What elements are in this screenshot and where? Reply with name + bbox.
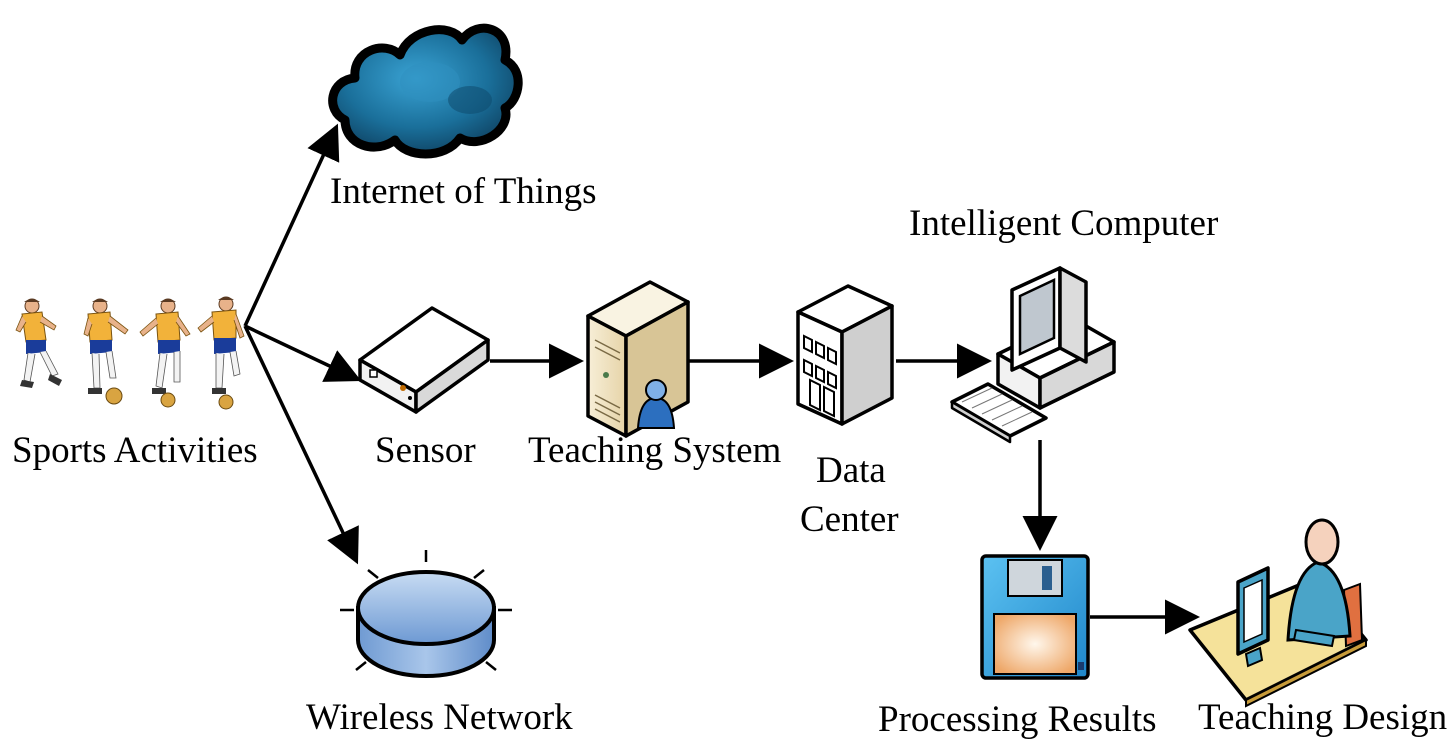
label-intelligent-computer: Intelligent Computer (909, 203, 1218, 244)
label-data-center-line1: Data (816, 450, 886, 491)
label-teaching-system: Teaching System (528, 430, 781, 471)
edge-sports-to-sensor (244, 324, 362, 382)
edge-sports-to-iot (243, 123, 340, 327)
sensor-box-icon (358, 306, 490, 414)
floppy-disk-icon (980, 554, 1090, 680)
label-processing-results: Processing Results (878, 699, 1157, 740)
desktop-computer-icon (950, 266, 1116, 444)
user-at-workstation-icon (1188, 518, 1368, 708)
label-teaching-design: Teaching Design (1198, 697, 1447, 738)
label-internet-of-things: Internet of Things (330, 171, 596, 212)
edge-sports-to-wireless (243, 325, 359, 565)
cloud-icon (328, 23, 523, 159)
label-data-center-line2: Center (800, 499, 899, 540)
building-icon (796, 284, 894, 426)
label-sensor: Sensor (375, 430, 476, 471)
soccer-players-icon (15, 296, 245, 410)
wireless-hub-icon (340, 550, 512, 678)
server-user-icon (586, 280, 690, 438)
label-wireless-network: Wireless Network (306, 697, 573, 738)
label-sports-activities: Sports Activities (12, 430, 258, 471)
